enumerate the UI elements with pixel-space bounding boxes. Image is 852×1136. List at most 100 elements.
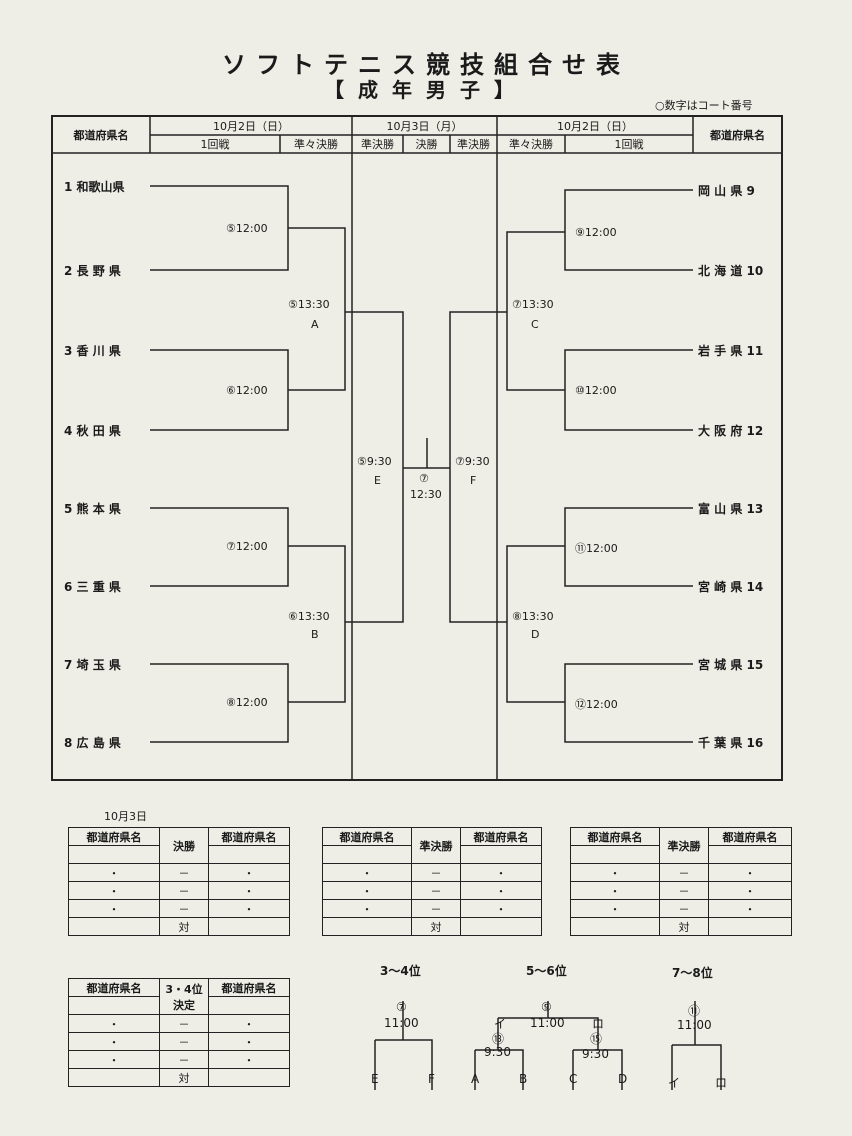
- score-cell: ・: [460, 863, 542, 882]
- match-label: ⑧12:00: [226, 696, 268, 709]
- pref-header: 都道府県名: [68, 827, 160, 846]
- pref-header: 都道府県名: [208, 827, 290, 846]
- score-cell: －: [411, 863, 461, 882]
- score-cell: ・: [208, 1014, 290, 1033]
- left-team: 1 和歌山県: [64, 180, 125, 194]
- court: ⑦: [396, 1000, 407, 1014]
- score-cell: ・: [208, 863, 290, 882]
- final-court: ⑦: [419, 472, 429, 485]
- score-cell: －: [659, 899, 709, 918]
- match-label: ⑨12:00: [575, 226, 617, 239]
- right-team: 岩 手 県 11: [698, 344, 764, 358]
- bracket-letter: C: [531, 318, 539, 331]
- score-cell: ・: [68, 1032, 160, 1051]
- court-note: ○数字はコート番号: [655, 99, 753, 112]
- slot: D: [618, 1072, 628, 1086]
- match-label: ⑤9:30: [357, 455, 392, 468]
- match-label: ⑩12:00: [575, 384, 617, 397]
- score-cell: ・: [570, 899, 660, 918]
- slot: ロ: [715, 1076, 728, 1090]
- right-team: 富 山 県 13: [698, 502, 764, 516]
- vs-cell: 対: [159, 1068, 209, 1087]
- vs-cell: 対: [659, 917, 709, 936]
- header-sf-left: 準決勝: [361, 138, 394, 151]
- score-cell: －: [659, 881, 709, 900]
- bracket-letter: D: [531, 628, 540, 641]
- header-sf-right: 準決勝: [457, 138, 490, 151]
- bracket-letter: F: [470, 474, 477, 487]
- score-cell: ・: [708, 863, 792, 882]
- bracket-letter: A: [311, 318, 319, 331]
- pref-header: 都道府県名: [570, 827, 660, 846]
- match-label: ⑦13:30: [512, 298, 554, 311]
- match-label: ⑥13:30: [288, 610, 330, 623]
- right-team: 千 葉 県 16: [698, 736, 764, 750]
- header-date-mid: 10月3日（月）: [386, 119, 463, 133]
- score-cell: －: [159, 1032, 209, 1051]
- slot: E: [371, 1072, 379, 1086]
- score-cell: －: [411, 899, 461, 918]
- score-cell: ・: [322, 881, 412, 900]
- score-cell: ・: [322, 899, 412, 918]
- score-cell: ・: [68, 1014, 160, 1033]
- pref-header: 都道府県名: [68, 978, 160, 997]
- slot: B: [519, 1072, 528, 1086]
- match-label: ⑤13:30: [288, 298, 330, 311]
- round-header: 準決勝: [411, 827, 461, 864]
- pref-header: 都道府県名: [460, 827, 542, 846]
- round-header: 準決勝: [659, 827, 709, 864]
- final-results-table: 都道府県名決勝都道府県名 ・－・ ・－・ ・－・ 対: [68, 827, 290, 936]
- header-qf-left: 準々決勝: [294, 138, 338, 151]
- slot: A: [471, 1072, 480, 1086]
- score-cell: ・: [208, 1032, 290, 1051]
- placement-7-8: 7～8位: [672, 966, 713, 980]
- time: 11:00: [384, 1016, 419, 1030]
- final-time: 12:30: [410, 488, 442, 501]
- placement-3-4: 3～4位: [380, 964, 421, 978]
- score-cell: ・: [68, 881, 160, 900]
- court: ⑬: [492, 1032, 505, 1046]
- time: 11:00: [530, 1016, 565, 1030]
- left-team: 4 秋 田 県: [64, 424, 121, 438]
- slot: F: [428, 1072, 435, 1086]
- header-pref-right: 都道府県名: [710, 128, 765, 142]
- left-team: 6 三 重 県: [64, 580, 121, 594]
- header-date-left: 10月2日（日）: [213, 119, 289, 133]
- match-label: ⑫12:00: [575, 698, 618, 711]
- court: ⑨: [541, 1000, 552, 1014]
- score-cell: ・: [460, 881, 542, 900]
- pref-header: 都道府県名: [208, 978, 290, 997]
- match-label: ⑥12:00: [226, 384, 268, 397]
- vs-cell: 対: [159, 917, 209, 936]
- score-cell: ・: [708, 881, 792, 900]
- bracket-letter: B: [311, 628, 319, 641]
- score-cell: ・: [570, 863, 660, 882]
- right-team: 大 阪 府 12: [698, 424, 764, 438]
- match-label: ⑪12:00: [575, 542, 618, 555]
- score-cell: －: [159, 881, 209, 900]
- score-cell: ・: [68, 899, 160, 918]
- match-label: ⑦9:30: [455, 455, 490, 468]
- score-cell: －: [159, 1014, 209, 1033]
- page-title: ソフトテニス競技組合せ表: [222, 51, 630, 79]
- placement-5-6: 5～6位: [526, 964, 567, 978]
- results-date: 10月3日: [104, 810, 147, 823]
- left-team: 7 埼 玉 県: [64, 658, 121, 672]
- right-team: 岡 山 県 9: [698, 184, 755, 198]
- score-cell: ・: [322, 863, 412, 882]
- pref-header: 都道府県名: [322, 827, 412, 846]
- semi-results-table: 都道府県名準決勝都道府県名 ・－・ ・－・ ・－・ 対: [322, 827, 542, 936]
- header-date-right: 10月2日（日）: [557, 119, 633, 133]
- slot: C: [569, 1072, 578, 1086]
- vs-cell: 対: [411, 917, 461, 936]
- score-cell: ・: [570, 881, 660, 900]
- court: ⑮: [590, 1032, 603, 1046]
- score-cell: －: [159, 899, 209, 918]
- score-cell: －: [411, 881, 461, 900]
- score-cell: ・: [68, 863, 160, 882]
- bracket-ro: ロ: [592, 1017, 605, 1031]
- round-header: 決勝: [159, 827, 209, 864]
- time: 11:00: [677, 1018, 712, 1032]
- right-team: 宮 崎 県 14: [698, 580, 764, 594]
